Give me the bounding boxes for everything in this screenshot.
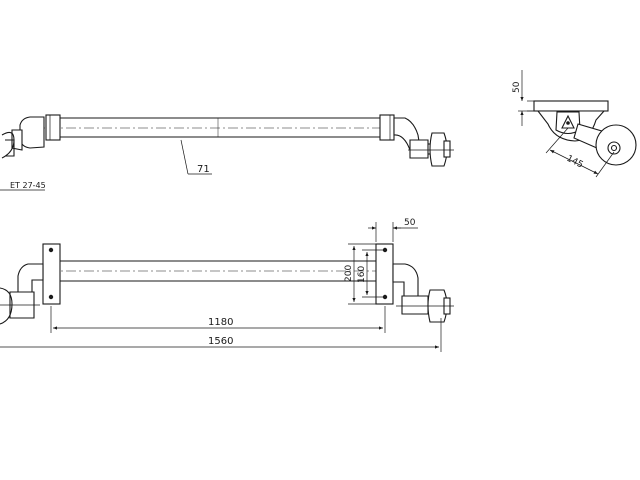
axle-tube-top xyxy=(30,117,410,138)
bolt-spacing-dimension: 160 xyxy=(357,249,383,298)
side-view: 50 145 xyxy=(512,70,637,178)
right-bracket-plate xyxy=(375,243,394,305)
bracket-height-dimension: 200 xyxy=(344,243,376,305)
tube-diameter-label: 71 xyxy=(197,164,210,175)
side-arm-length-label: 145 xyxy=(565,154,585,171)
bracket-spacing-dimension: 1180 xyxy=(50,306,386,333)
left-arm-top xyxy=(0,114,61,191)
bracket-spacing-label: 1180 xyxy=(208,317,233,328)
right-arm-front xyxy=(392,263,454,323)
side-mounting-plate xyxy=(527,100,609,112)
side-height-label: 50 xyxy=(512,81,522,93)
bolt-spacing-label: 160 xyxy=(357,266,367,283)
part-code-label: ET 27-45 xyxy=(10,181,46,190)
bracket-width-dimension: 50 xyxy=(368,218,418,242)
front-view: 50 200 160 1180 1560 xyxy=(0,218,454,352)
bracket-height-label: 200 xyxy=(344,265,354,282)
tube-diameter-annotation: 71 xyxy=(180,139,212,175)
side-trailing-arm xyxy=(573,123,637,166)
axle-tube-front xyxy=(30,260,410,282)
right-arm-top xyxy=(379,114,454,167)
overall-length-label: 1560 xyxy=(208,336,233,347)
left-bracket-plate xyxy=(42,243,61,305)
overall-length-dimension: 1560 xyxy=(0,318,442,352)
bracket-width-label: 50 xyxy=(404,218,416,228)
side-height-dimension: 50 xyxy=(512,70,534,126)
top-view: 71 ET 27-45 xyxy=(0,114,454,191)
left-arm-front xyxy=(0,263,44,325)
